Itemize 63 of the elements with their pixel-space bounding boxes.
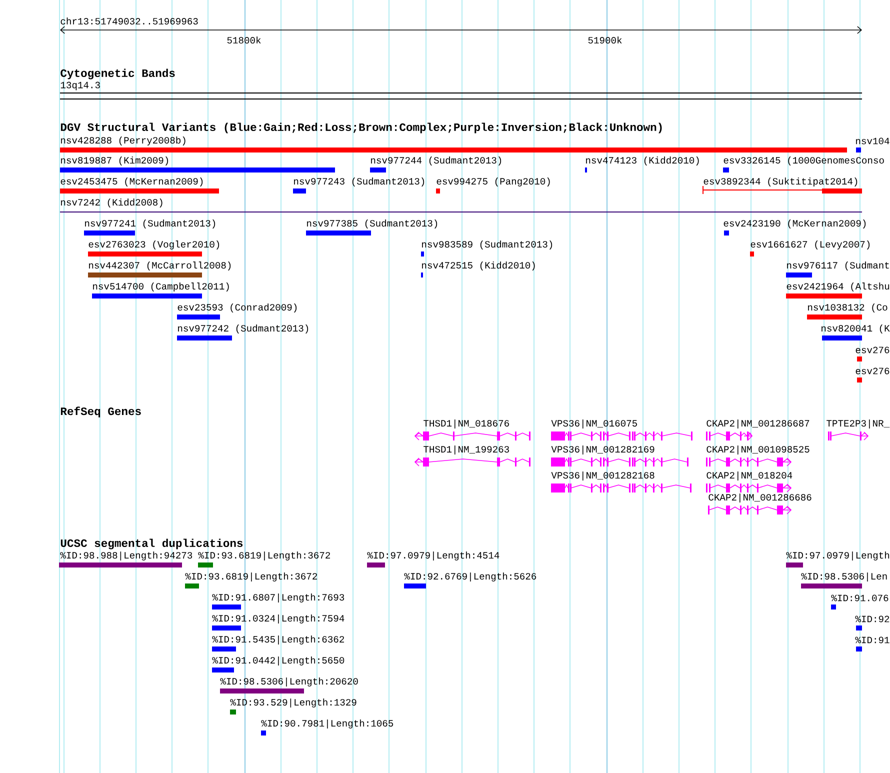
variant-label: nsv472515 (Kidd2010): [422, 262, 535, 270]
variant-label: nsv514700 (Campbell2011): [93, 282, 229, 292]
gene-label: CKAP2|NM_001098525: [706, 446, 810, 454]
variant-label: esv23593 (Conrad2009): [178, 304, 297, 312]
gene-label: CKAP2|NM_001286687: [706, 420, 810, 428]
duplication-label: %ID:91.0324|Length:7594: [212, 614, 344, 624]
duplication-label: %ID:97.0979|Length: [786, 552, 890, 560]
variant-label: esv276: [856, 368, 890, 374]
duplication-label: %ID:93.6819|Length:3672: [198, 552, 330, 560]
track-title: UCSC segmental duplications: [60, 538, 243, 550]
duplication-label: %ID:91.6807|Length:7693: [212, 594, 344, 602]
duplication-label: %ID:93.529|Length:1329: [230, 698, 356, 708]
duplication-label: %ID:91.5435|Length:6362: [212, 636, 344, 644]
track-title: RefSeq Genes: [60, 406, 141, 418]
axis-tick-label: 51800k: [227, 36, 261, 44]
variant-label: nsv428288 (Perry2008b): [61, 136, 186, 146]
duplication-label: %ID:98.5306|Len: [801, 572, 887, 582]
axis-tick-label: 51900k: [588, 36, 622, 44]
variant-label: nsv1038132 (Co: [808, 304, 888, 312]
track-title: Cytogenetic Bands: [60, 68, 175, 80]
duplication-label: %ID:93.6819|Length:3672: [185, 572, 317, 582]
gene-label: CKAP2|NM_018204: [706, 472, 792, 480]
track-title: DGV Structural Variants (Blue:Gain;Red:Loss;Brown:Complex;Purple:Inversion;Black:Unknown): [60, 122, 662, 134]
variant-label: esv3326145 (1000GenomesConso: [724, 156, 884, 166]
duplication-label: %ID:98.5306|Length:20620: [220, 678, 358, 686]
variant-label: esv2423190 (McKernan2009): [724, 220, 866, 228]
variant-label: esv994275 (Pang2010): [436, 178, 550, 186]
variant-label: nsv819887 (Kim2009): [61, 156, 168, 166]
variant-label: nsv977385 (Sudmant2013): [307, 220, 438, 228]
variant-label: esv2421964 (Altshu: [786, 282, 890, 292]
variant-label: nsv474123 (Kidd2010): [586, 156, 699, 166]
gene-label: THSD1|NM_018676: [424, 420, 509, 428]
variant-label: nsv983589 (Sudmant2013): [422, 240, 552, 250]
variant-label: esv3892344 (Suktitipat2014): [704, 178, 858, 186]
gene-label: VPS36|NM_001282168: [551, 472, 654, 480]
coordinate-label: chr13:51749032..51969963: [60, 17, 198, 25]
duplication-label: %ID:92: [855, 616, 890, 622]
duplication-label: %ID:97.0979|Length:4514: [367, 552, 500, 560]
gene-label: VPS36|NM_001282169: [551, 446, 654, 454]
duplication-label: %ID:98.988|Length:94273: [60, 552, 192, 560]
variant-label: esv276: [856, 346, 890, 354]
gene-label: TPTE2P3|NR_: [826, 420, 890, 428]
gene-label: THSD1|NM_199263: [424, 446, 509, 454]
variant-label: esv1661627 (Levy2007): [750, 240, 870, 250]
variant-label: nsv977242 (Sudmant2013): [178, 324, 308, 334]
duplication-label: %ID:92.6769|Length:5626: [404, 572, 536, 582]
variant-label: nsv977241 (Sudmant2013): [85, 220, 216, 228]
duplication-label: %ID:91.076: [831, 594, 888, 602]
variant-label: nsv104: [856, 138, 890, 144]
band-label: 13q14.3: [60, 82, 100, 90]
variant-label: nsv977243 (Sudmant2013): [294, 178, 424, 186]
variant-label: nsv7242 (Kidd2008): [61, 198, 162, 208]
variant-label: esv2453475 (McKernan2009): [60, 178, 203, 186]
variant-label: nsv442307 (McCarroll2008): [89, 262, 231, 270]
variant-label: nsv977244 (Sudmant2013): [371, 156, 502, 166]
variant-label: nsv820041 (K: [822, 324, 890, 334]
gene-label: VPS36|NM_016075: [551, 420, 637, 428]
duplication-label: %ID:90.7981|Length:1065: [261, 720, 394, 728]
variant-label: esv2763023 (Vogler2010): [88, 240, 220, 250]
gene-label: CKAP2|NM_001286686: [708, 494, 812, 502]
variant-label: nsv976117 (Sudmant: [787, 262, 889, 270]
duplication-label: %ID:91: [855, 636, 890, 644]
duplication-label: %ID:91.0442|Length:5650: [212, 656, 344, 666]
